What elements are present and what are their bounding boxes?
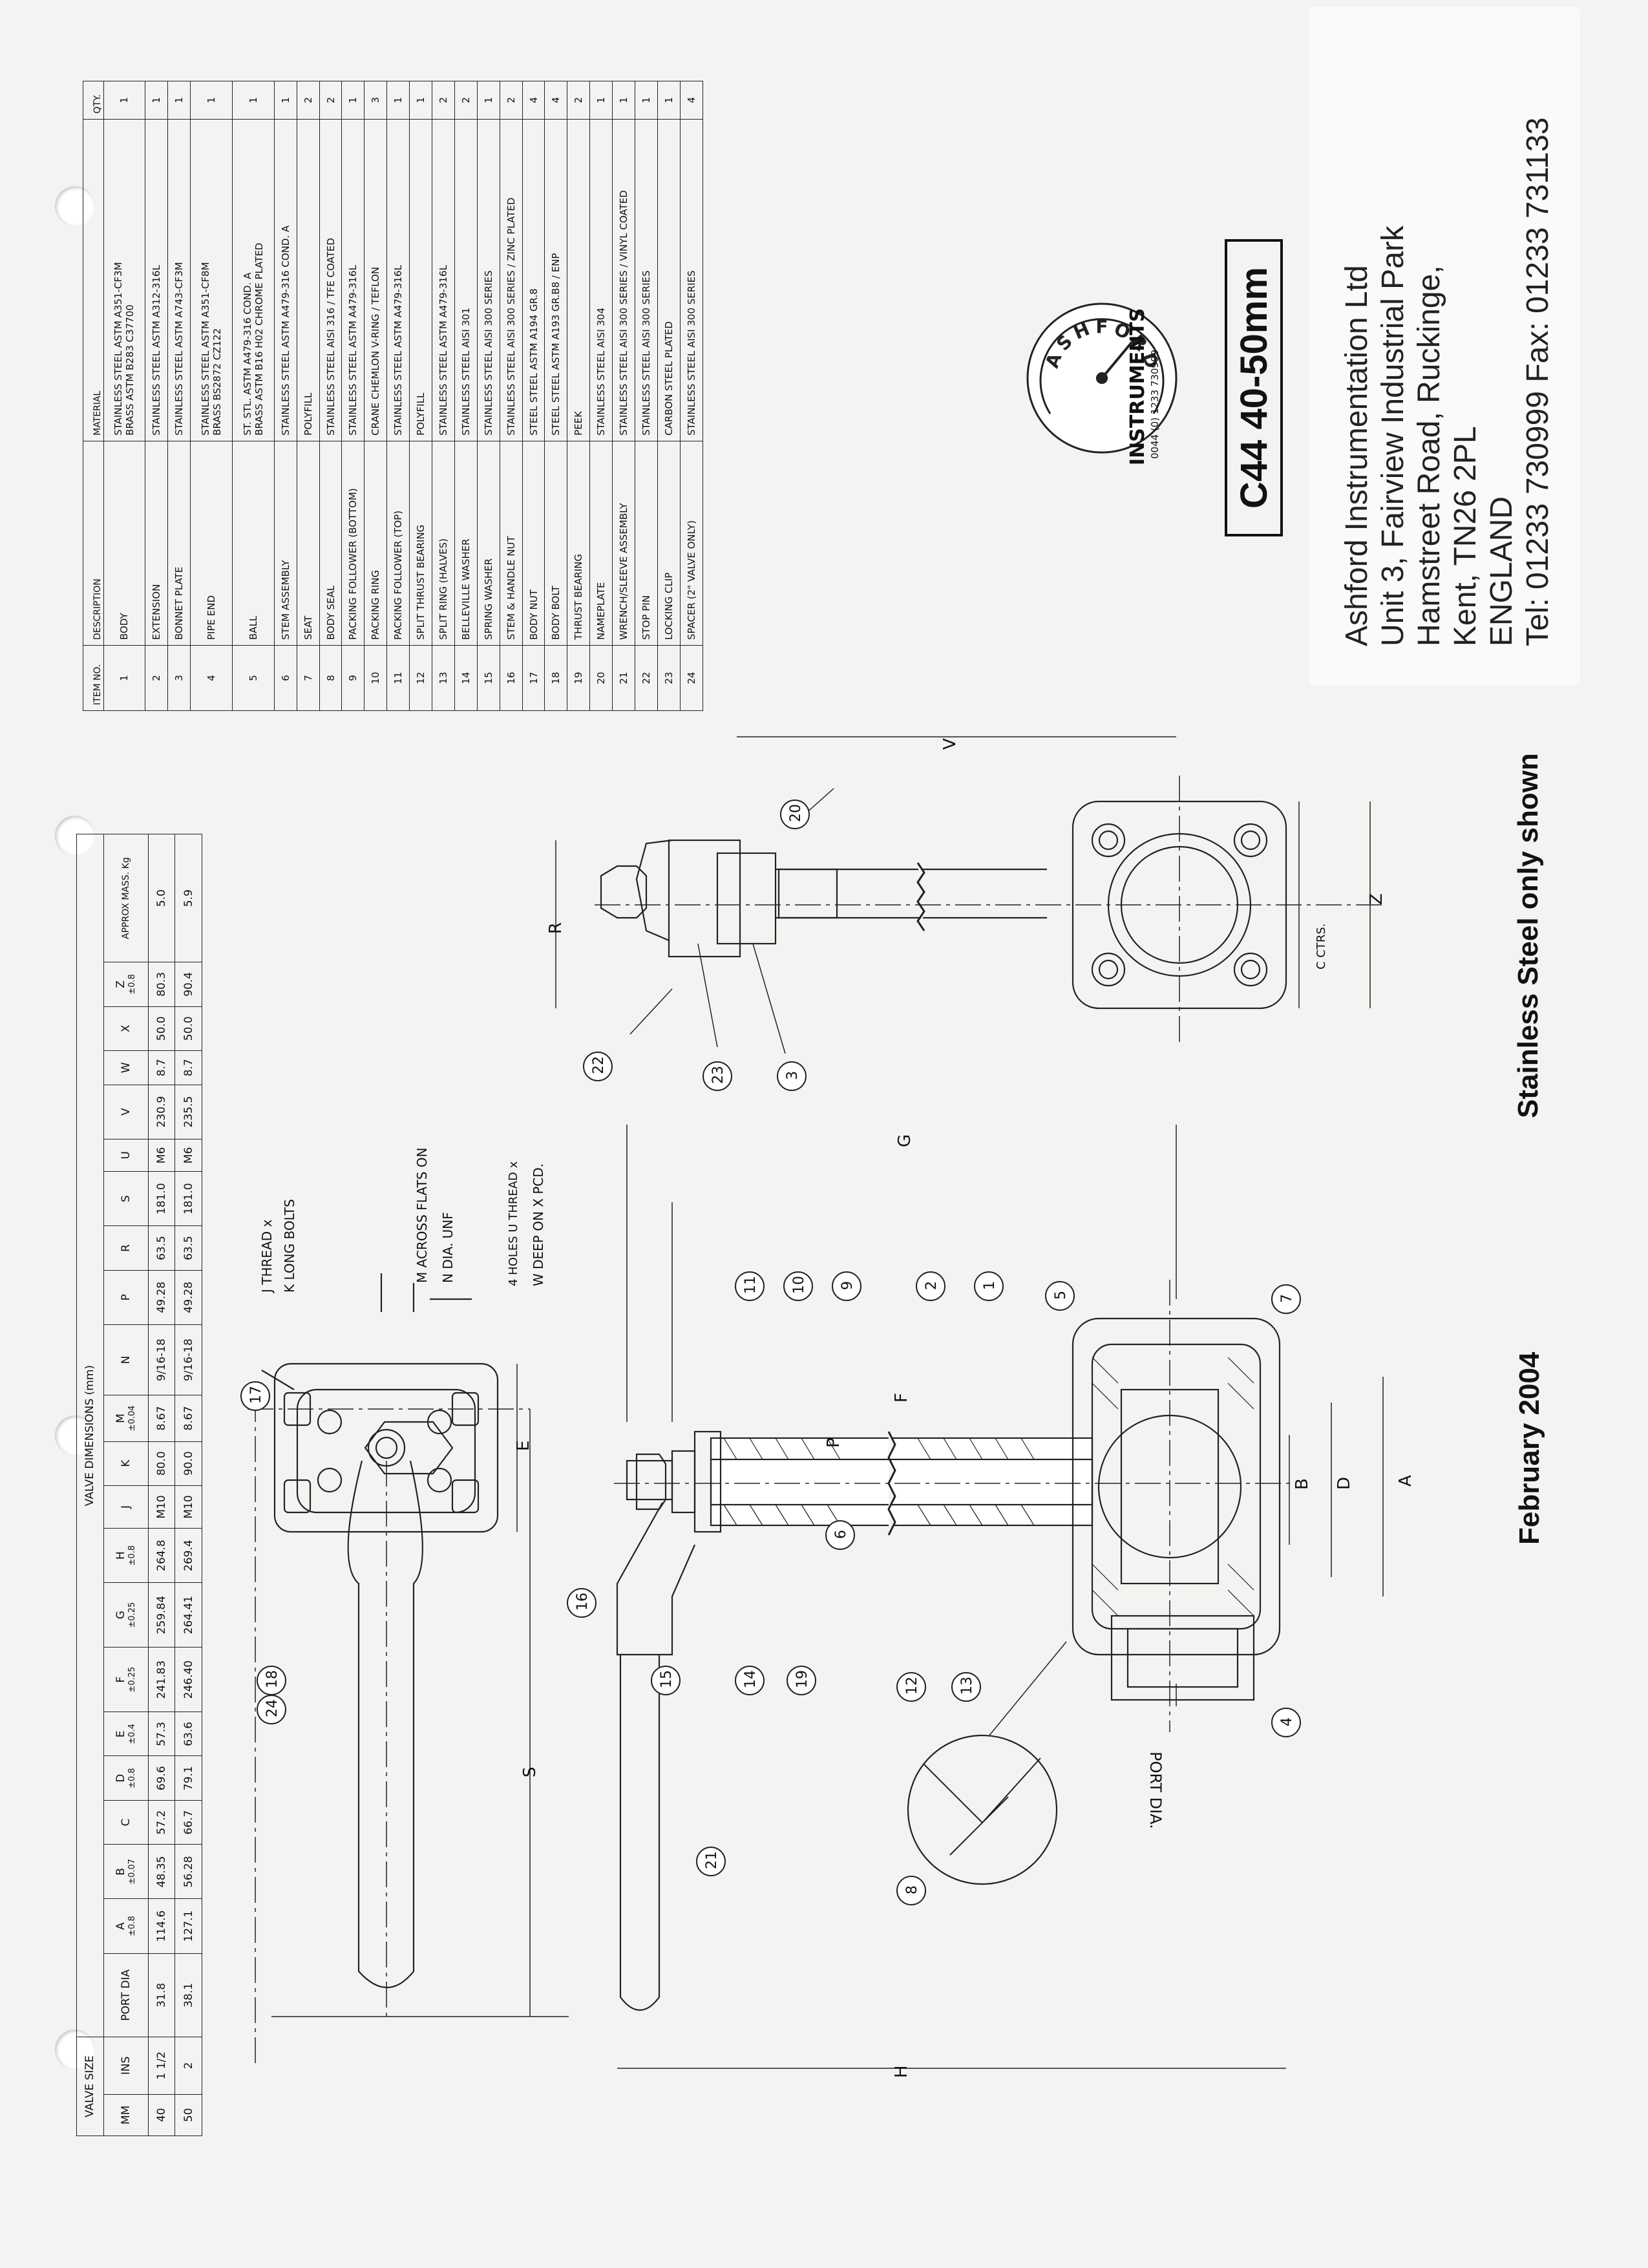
callout-number: 14: [743, 1670, 759, 1688]
callout-balloon: [896, 1876, 926, 1905]
dimension-letter: R: [546, 922, 565, 934]
note-m-flats: M ACROSS FLATS ON: [414, 1147, 430, 1283]
callout-balloon: [783, 1271, 813, 1301]
section-view: [614, 1125, 1384, 2069]
callout-balloon: [916, 1271, 945, 1301]
callout-number: 6: [833, 1530, 849, 1539]
note-j-thread: J THREAD x: [259, 1220, 275, 1294]
callout-number: 20: [788, 804, 804, 822]
ashford-logo: [1026, 302, 1178, 454]
binder-hole: [55, 186, 95, 226]
binder-hole: [55, 1415, 95, 1456]
callout-number: 8: [904, 1885, 920, 1894]
dimension-letter: A: [1396, 1475, 1415, 1487]
note-holes: 4 HOLES U THREAD x: [507, 1161, 520, 1286]
logo-phone: 0044 (0) 1233 730999: [1149, 350, 1161, 459]
callout-balloon: [1271, 1708, 1301, 1737]
logo-letter: F: [1095, 316, 1108, 337]
dimension-letter: V: [940, 738, 960, 750]
dimension-letter: G: [895, 1134, 914, 1147]
callout-balloon: [240, 1381, 270, 1411]
dimension-letter: E: [514, 1441, 533, 1451]
note-c-ctrs: C CTRS.: [1315, 923, 1328, 970]
end-view: [555, 736, 1383, 1054]
callout-number: 12: [904, 1677, 920, 1695]
callout-number: 11: [743, 1276, 759, 1294]
callout-balloon: [703, 1061, 732, 1091]
callout-number: 3: [785, 1071, 801, 1080]
note-port-dia: PORT DIA.: [1146, 1752, 1165, 1829]
callout-number: 10: [791, 1276, 807, 1294]
callout-number: 24: [264, 1699, 280, 1717]
note-k-bolts: K LONG BOLTS: [282, 1199, 297, 1293]
top-view: [248, 1273, 569, 2068]
callout-number: 1: [982, 1281, 998, 1290]
dimension-letters: A B D E F G H P R S V Z: [514, 738, 1415, 2078]
callout-number: 21: [704, 1851, 720, 1869]
dimension-letter: D: [1335, 1477, 1354, 1490]
callout-number: 2: [924, 1281, 940, 1290]
dimension-letter: H: [892, 2065, 911, 2078]
binder-hole: [55, 2030, 95, 2070]
drawing-notes: J THREAD x K LONG BOLTS M ACROSS FLATS ON N…: [259, 923, 1328, 1828]
callout-balloon: [780, 800, 810, 829]
callout-balloon: [777, 1061, 807, 1091]
callout-balloon: [567, 1588, 597, 1618]
dimension-letter: S: [520, 1766, 540, 1777]
note-w-deep: W DEEP ON X PCD.: [531, 1163, 546, 1286]
callout-balloon: [1045, 1281, 1075, 1311]
callout-balloon: [735, 1271, 765, 1301]
callout-balloon: [825, 1520, 855, 1550]
callout-number: 16: [575, 1593, 591, 1611]
callout-balloon: [735, 1666, 765, 1695]
callout-number: 18: [264, 1670, 280, 1688]
dimension-letter: B: [1293, 1478, 1312, 1490]
note-n-unf: N DIA. UNF: [440, 1212, 456, 1283]
callout-number: 17: [248, 1386, 264, 1404]
dimension-letter: Z: [1367, 893, 1386, 905]
company-info-panel: [1309, 6, 1580, 685]
callout-balloon: [974, 1271, 1004, 1301]
callout-balloon: [787, 1666, 816, 1695]
callout-number: 9: [840, 1281, 856, 1290]
logo-brand: INSTRUMENTS: [1126, 308, 1149, 465]
callout-balloon: [583, 1052, 613, 1081]
callout-number: 13: [959, 1677, 975, 1695]
binder-hole: [55, 816, 95, 856]
callout-number: 5: [1053, 1291, 1069, 1300]
callout-number: 4: [1279, 1717, 1295, 1726]
callout-balloon: [951, 1672, 981, 1702]
callout-balloon: [257, 1695, 286, 1724]
dimension-letter: P: [824, 1437, 843, 1448]
callout-balloon: [896, 1672, 926, 1702]
callout-number: 15: [659, 1670, 675, 1688]
callout-balloon: [832, 1271, 861, 1301]
callout-number: 22: [591, 1056, 607, 1074]
callout-number: 23: [710, 1066, 726, 1084]
callout-number: 7: [1279, 1294, 1295, 1303]
callout-balloon: [651, 1666, 681, 1695]
callout-balloon: [696, 1847, 726, 1876]
callout-balloon: [1271, 1284, 1301, 1314]
callout-number: 19: [794, 1670, 810, 1688]
dimension-letter: F: [892, 1393, 911, 1403]
